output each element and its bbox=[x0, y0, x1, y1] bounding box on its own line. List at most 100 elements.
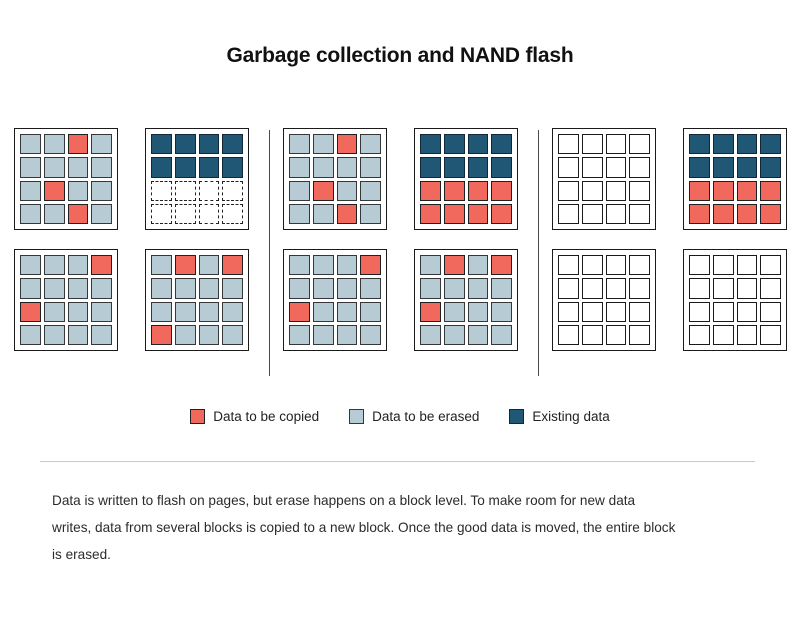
page-cell-existing bbox=[222, 157, 243, 178]
page-cell-existing bbox=[420, 134, 441, 155]
page-cell-empty bbox=[558, 203, 579, 224]
page-cell-erase bbox=[198, 255, 220, 276]
page-cell-existing bbox=[467, 134, 489, 155]
page-cell-erase bbox=[491, 301, 512, 322]
page-cell-erase bbox=[43, 324, 65, 345]
page-cell-existing bbox=[174, 157, 196, 178]
page-cell-erase bbox=[289, 134, 310, 155]
page-cell-existing bbox=[222, 134, 243, 155]
page-cell-copy bbox=[289, 301, 310, 322]
page-cell-empty bbox=[581, 301, 603, 322]
diagram-section-stage-1 bbox=[14, 128, 256, 380]
page-cell-erase bbox=[312, 301, 334, 322]
page-cell-existing bbox=[760, 134, 781, 155]
page-cell-empty bbox=[629, 180, 650, 201]
page-cell-empty bbox=[689, 255, 710, 276]
page-cell-erase bbox=[360, 157, 381, 178]
page-cell-empty bbox=[558, 180, 579, 201]
page-cell-copy bbox=[443, 255, 465, 276]
page-cell-existing bbox=[491, 134, 512, 155]
page-cell-empty bbox=[736, 278, 758, 299]
page-cell-erase bbox=[336, 157, 358, 178]
caption-text: Data is written to flash on pages, but e… bbox=[52, 493, 676, 562]
legend-label-erase: Data to be erased bbox=[372, 409, 480, 424]
page-cell-copy bbox=[420, 203, 441, 224]
page-cell-copy bbox=[222, 255, 243, 276]
page-cell-existing bbox=[491, 157, 512, 178]
page-cell-erase bbox=[43, 203, 65, 224]
block-4 bbox=[145, 249, 249, 351]
page-cell-copy bbox=[67, 203, 89, 224]
page-cell-erase bbox=[336, 180, 358, 201]
page-cell-copy bbox=[712, 180, 734, 201]
page-cell-copy bbox=[736, 180, 758, 201]
page-cell-erase bbox=[67, 180, 89, 201]
page-cell-empty bbox=[581, 324, 603, 345]
page-cell-empty bbox=[558, 255, 579, 276]
section-divider-2 bbox=[538, 130, 539, 376]
page-cell-erase bbox=[20, 278, 41, 299]
page-cell-erase bbox=[198, 301, 220, 322]
page-cell-erase bbox=[91, 134, 112, 155]
page-cell-copy bbox=[43, 180, 65, 201]
page-cell-empty bbox=[760, 301, 781, 322]
page-cell-copy bbox=[491, 203, 512, 224]
page-cell-erase bbox=[360, 203, 381, 224]
page-cell-existing bbox=[760, 157, 781, 178]
legend-swatch-erase-icon bbox=[349, 409, 365, 424]
page-cell-erase bbox=[20, 324, 41, 345]
page-cell-erase bbox=[20, 180, 41, 201]
page-cell-erase bbox=[222, 278, 243, 299]
page-cell-empty bbox=[581, 134, 603, 155]
page-cell-empty bbox=[605, 301, 627, 322]
page-cell-copy bbox=[20, 301, 41, 322]
page-cell-erase bbox=[91, 301, 112, 322]
page-cell-erase bbox=[467, 278, 489, 299]
block-3 bbox=[14, 249, 118, 351]
legend-swatch-copy-icon bbox=[190, 409, 206, 424]
page-cell-empty bbox=[736, 324, 758, 345]
page-cell-erase bbox=[420, 324, 441, 345]
page-cell-erase bbox=[336, 278, 358, 299]
page-title: Garbage collection and NAND flash bbox=[226, 44, 574, 67]
block-12 bbox=[683, 249, 787, 351]
page-cell-erase bbox=[151, 278, 172, 299]
page-cell-erase bbox=[91, 324, 112, 345]
page-cell-copy bbox=[712, 203, 734, 224]
page-cell-blank bbox=[198, 203, 220, 224]
page-cell-copy bbox=[467, 180, 489, 201]
page-cell-erase bbox=[222, 301, 243, 322]
page-cell-erase bbox=[360, 301, 381, 322]
page-cell-empty bbox=[605, 203, 627, 224]
page-cell-copy bbox=[689, 203, 710, 224]
block-9 bbox=[552, 128, 656, 230]
page-cell-empty bbox=[689, 278, 710, 299]
page-cell-erase bbox=[360, 134, 381, 155]
page-cell-erase bbox=[312, 278, 334, 299]
page-cell-erase bbox=[43, 278, 65, 299]
block-7 bbox=[283, 249, 387, 351]
page-cell-erase bbox=[67, 278, 89, 299]
page-cell-erase bbox=[67, 301, 89, 322]
page-cell-erase bbox=[198, 278, 220, 299]
page-cell-copy bbox=[420, 180, 441, 201]
page-cell-blank bbox=[222, 203, 243, 224]
page-cell-empty bbox=[629, 134, 650, 155]
page-cell-erase bbox=[91, 157, 112, 178]
block-1 bbox=[14, 128, 118, 230]
page-cell-existing bbox=[736, 134, 758, 155]
page-cell-empty bbox=[581, 255, 603, 276]
page-cell-copy bbox=[420, 301, 441, 322]
page-cell-erase bbox=[43, 301, 65, 322]
section-divider-1 bbox=[269, 130, 270, 376]
page-cell-erase bbox=[467, 301, 489, 322]
page-cell-erase bbox=[467, 324, 489, 345]
page-cell-blank bbox=[151, 180, 172, 201]
page-cell-existing bbox=[736, 157, 758, 178]
page-cell-empty bbox=[629, 157, 650, 178]
page-cell-empty bbox=[605, 180, 627, 201]
page-cell-empty bbox=[605, 134, 627, 155]
block-5 bbox=[283, 128, 387, 230]
page-cell-empty bbox=[558, 301, 579, 322]
page-cell-empty bbox=[629, 255, 650, 276]
